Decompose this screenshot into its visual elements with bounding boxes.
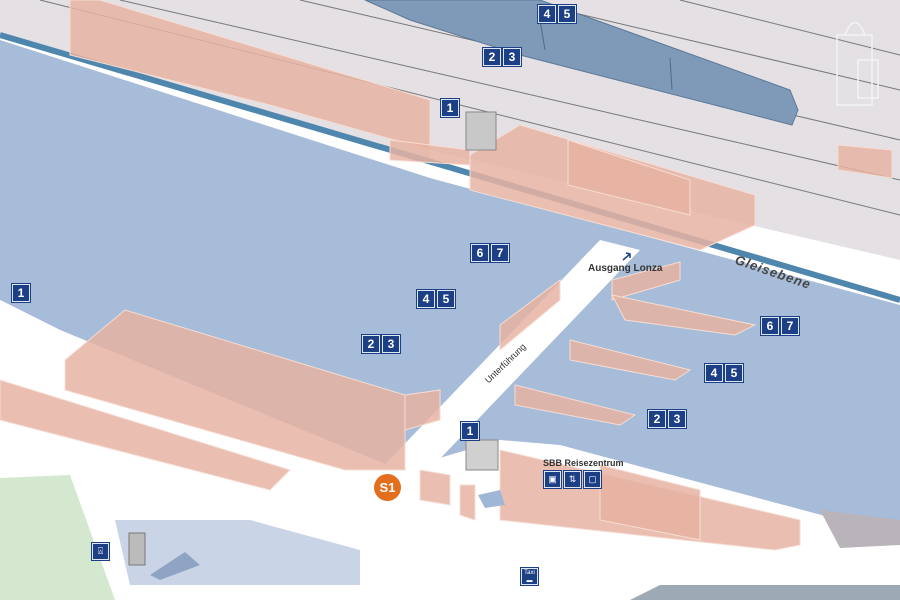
track-badge-top-4-5: 4 5 (537, 4, 577, 24)
track-number: 4 (537, 4, 557, 24)
track-number: 1 (11, 283, 31, 303)
platform-stairs (514, 384, 637, 426)
track-number: 6 (760, 316, 780, 336)
building (567, 139, 691, 216)
track-badge-middle-6-7: 6 7 (470, 243, 510, 263)
buildings (0, 0, 893, 551)
track-badge-left-1: 1 (11, 283, 31, 303)
track-badge-middle-2-3: 2 3 (361, 334, 401, 354)
platform-stairs (611, 294, 757, 336)
taxi-icon[interactable]: Taxi▬ (520, 567, 539, 586)
track-badge-right-6-7: 6 7 (760, 316, 800, 336)
track-badge-top-2-3: 2 3 (482, 47, 522, 67)
track-number: 3 (381, 334, 401, 354)
track-line (119, 0, 900, 181)
ticket-machine-icon[interactable]: ▣ (543, 470, 562, 489)
track-line (679, 0, 900, 56)
track-edge (0, 32, 900, 303)
elevator (128, 532, 146, 566)
track-number: 2 (482, 47, 502, 67)
platform-stairs (611, 261, 681, 301)
passage-unterfuehrung (370, 240, 640, 490)
taxi-label: Taxi (524, 570, 535, 576)
bottom-strip (630, 585, 900, 600)
track-badge-right-4-5: 4 5 (704, 363, 744, 383)
s1-line-badge: S1 (374, 474, 401, 501)
track-number: 1 (460, 421, 480, 441)
bicycle-icon[interactable]: ⍓ (91, 542, 110, 561)
train-car-joint (669, 57, 673, 91)
building (599, 464, 701, 541)
track-number: 4 (704, 363, 724, 383)
grass-area (0, 475, 115, 600)
elevator (465, 111, 497, 151)
track-number: 2 (361, 334, 381, 354)
track-badge-top-1: 1 (440, 98, 460, 118)
track-number: 6 (470, 243, 490, 263)
platform-stairs (569, 339, 692, 381)
ausgang-lonza-label[interactable]: Ausgang Lonza (588, 263, 663, 274)
building (419, 469, 451, 506)
elevator (465, 439, 499, 471)
luggage-icon[interactable]: ▢ (583, 470, 602, 489)
arrow-up-right-icon (622, 252, 631, 261)
train-car-joint (539, 19, 546, 51)
currency-exchange-icon[interactable]: ⇅ (563, 470, 582, 489)
track-number: 5 (557, 4, 577, 24)
building (837, 144, 893, 179)
track-badge-lift-1: 1 (460, 421, 480, 441)
train (364, 0, 799, 126)
ramp (478, 490, 505, 508)
track-number: 3 (502, 47, 522, 67)
track-number: 4 (416, 289, 436, 309)
building (499, 279, 561, 352)
track-number: 5 (436, 289, 456, 309)
underground-hall (0, 40, 900, 530)
building (0, 379, 291, 491)
reisezentrum-label[interactable]: SBB Reisezentrum (543, 458, 624, 468)
track-badge-right-2-3: 2 3 (647, 409, 687, 429)
track-number: 1 (440, 98, 460, 118)
building (64, 309, 406, 471)
track-number: 7 (490, 243, 510, 263)
bottom-platform (820, 510, 900, 548)
building (404, 389, 441, 431)
track-badge-middle-4-5: 4 5 (416, 289, 456, 309)
track-number: 3 (667, 409, 687, 429)
track-number: 2 (647, 409, 667, 429)
ramp (150, 552, 200, 580)
track-number: 5 (724, 363, 744, 383)
building (459, 484, 476, 521)
track-number: 7 (780, 316, 800, 336)
shopping-bag-icon (836, 21, 879, 106)
